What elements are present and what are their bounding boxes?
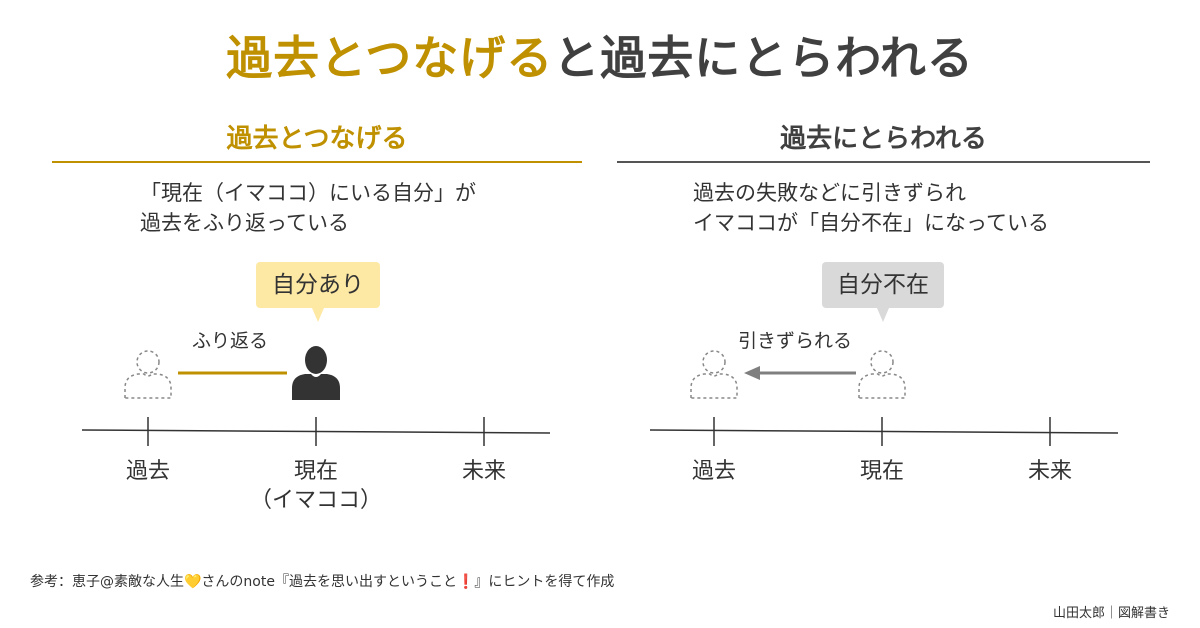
left-tick-now: 現在: [293, 459, 338, 484]
left-timeline: [81, 417, 551, 446]
right-desc-line2: イマココが「自分不在」になっている: [693, 211, 1049, 235]
left-arrow-label: ふり返る: [192, 330, 269, 352]
left-tick-now-sub: （イマココ）: [249, 488, 382, 513]
left-desc-line1: 「現在（イマココ）にいる自分」が: [140, 181, 476, 205]
right-tick-now: 現在: [859, 459, 904, 484]
left-heading: 過去とつなげる: [226, 124, 408, 154]
title-rest: と過去にとらわれる: [553, 31, 974, 85]
reference-note: 参考：恵子@素敵な人生💛さんのnote『過去を思い出すということ❗』にヒントを得…: [30, 574, 615, 590]
right-self-absent-bubble: 自分不在: [822, 262, 944, 322]
author-credit: 山田太郎｜図解書き: [1052, 606, 1170, 621]
right-past-person-outline-icon: [690, 350, 738, 399]
left-tick-future: 未来: [461, 459, 506, 484]
left-past-person-outline-icon: [124, 350, 172, 399]
right-tick-past: 過去: [691, 459, 736, 484]
right-tick-future: 未来: [1027, 459, 1072, 484]
left-desc-line2: 過去をふり返っている: [140, 211, 349, 235]
right-present-person-outline-icon: [858, 350, 906, 399]
right-arrow-label: 引きずられる: [738, 330, 853, 352]
right-timeline: [649, 417, 1119, 446]
right-dragged-arrow-icon: [744, 366, 856, 380]
page-title: 過去とつなげると過去にとらわれる: [0, 22, 1200, 88]
left-present-person-icon: [292, 346, 340, 400]
title-highlight: 過去とつなげる: [226, 31, 554, 85]
left-self-present-bubble: 自分あり: [256, 262, 380, 322]
right-heading: 過去にとらわれる: [780, 124, 987, 154]
right-desc-line1: 過去の失敗などに引きずられ: [693, 181, 966, 205]
left-tick-past: 過去: [125, 459, 170, 484]
